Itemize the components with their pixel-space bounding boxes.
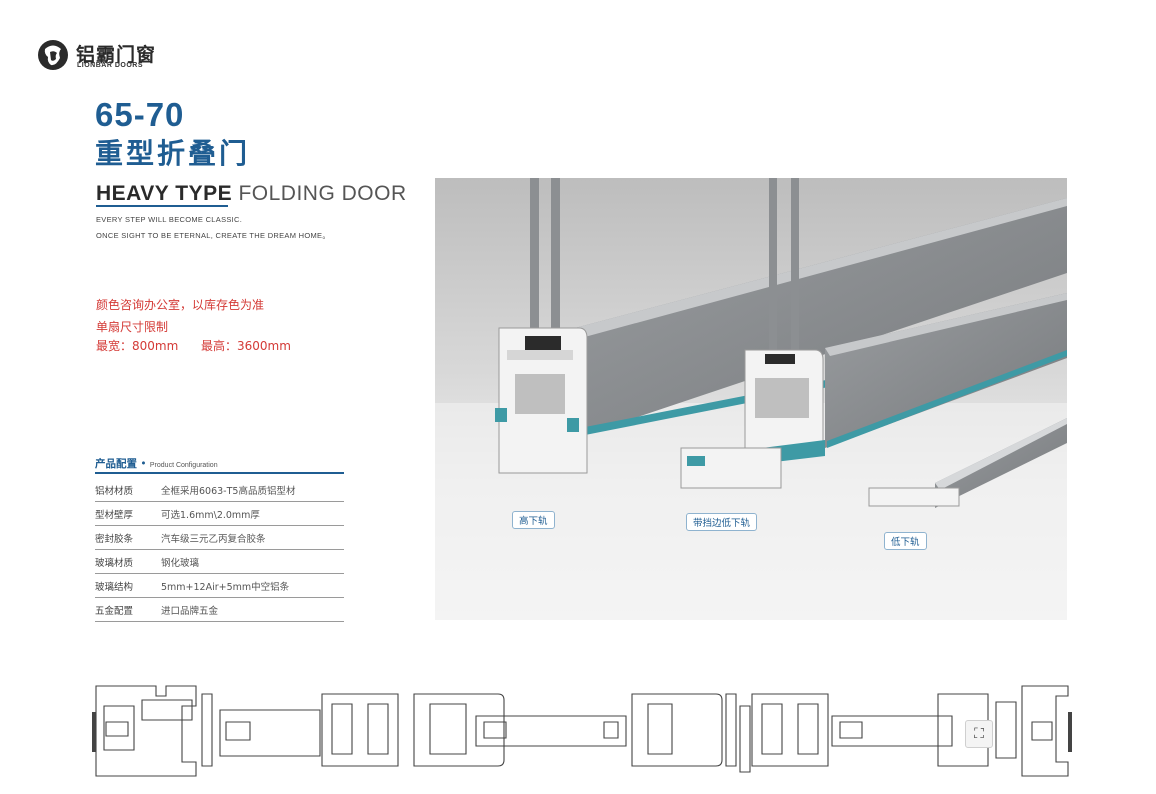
product-title-cn: 重型折叠门 xyxy=(95,137,251,170)
spec-key: 玻璃结构 xyxy=(95,581,134,593)
screenshot-icon: ⛶ xyxy=(974,726,984,742)
label-low-rail: 低下轨 xyxy=(884,532,927,550)
spec-key: 型材壁厚 xyxy=(95,509,134,521)
spec-key: 铝材材质 xyxy=(95,485,134,497)
spec-value: 汽车级三元乙丙复合胶条 xyxy=(161,533,266,545)
table-row: 铝材材质 全框采用6063-T5高品质铝型材 xyxy=(95,478,344,502)
spec-value: 钢化玻璃 xyxy=(161,557,200,569)
title-en-light: FOLDING DOOR xyxy=(238,182,407,205)
spec-value: 进口品牌五金 xyxy=(161,605,219,617)
label-edge-rail: 带挡边低下轨 xyxy=(686,513,758,531)
spec-value: 可选1.6mm\2.0mm厚 xyxy=(161,509,260,521)
brand-name-en: LIONBAR DOORS xyxy=(77,62,143,69)
slogan-line-2: ONCE SIGHT TO BE ETERNAL, CREATE THE DRE… xyxy=(96,231,331,240)
table-row: 玻璃材质 钢化玻璃 xyxy=(95,550,344,574)
spec-key: 密封胶条 xyxy=(95,533,134,545)
table-row: 五金配置 进口品牌五金 xyxy=(95,598,344,622)
config-heading: 产品配置 • Product Configuration xyxy=(95,456,218,471)
lion-logo-icon xyxy=(38,40,68,70)
config-heading-cn: 产品配置 xyxy=(95,458,137,470)
cross-section-drawing xyxy=(92,685,1072,777)
title-underline xyxy=(96,205,228,207)
brand-logo: 铝霸门窗 LIONBAR DOORS xyxy=(36,38,186,74)
model-number: 65-70 xyxy=(95,96,185,133)
floating-screenshot-button[interactable]: ⛶ xyxy=(965,720,993,748)
spec-value: 5mm+12Air+5mm中空铝条 xyxy=(161,581,290,593)
table-row: 密封胶条 汽车级三元乙丙复合胶条 xyxy=(95,526,344,550)
brand-name-cn: 铝霸门窗 xyxy=(76,44,157,66)
table-row: 玻璃结构 5mm+12Air+5mm中空铝条 xyxy=(95,574,344,598)
spec-value: 全框采用6063-T5高品质铝型材 xyxy=(161,485,296,497)
size-limit-note: 单扇尺寸限制 xyxy=(96,320,169,334)
table-row: 型材壁厚 可选1.6mm\2.0mm厚 xyxy=(95,502,344,526)
product-title-en: HEAVY TYPE FOLDING DOOR xyxy=(96,182,407,206)
spec-key: 五金配置 xyxy=(95,605,134,617)
spec-table: 铝材材质 全框采用6063-T5高品质铝型材 型材壁厚 可选1.6mm\2.0mm厚… xyxy=(95,478,344,622)
config-heading-en: Product Configuration xyxy=(149,462,218,469)
title-en-bold: HEAVY TYPE xyxy=(96,182,233,205)
product-render-image xyxy=(435,178,1067,620)
config-divider xyxy=(95,472,344,474)
max-height-note: 最高：3600mm xyxy=(201,339,291,353)
spec-key: 玻璃材质 xyxy=(95,557,134,569)
label-high-rail: 高下轨 xyxy=(512,511,555,529)
config-heading-dot: • xyxy=(140,458,147,470)
slogan-line-1: EVERY STEP WILL BECOME CLASSIC. xyxy=(96,215,243,224)
max-width-note: 最宽：800mm xyxy=(96,339,179,353)
color-note: 颜色咨询办公室，以库存色为准 xyxy=(96,298,265,312)
